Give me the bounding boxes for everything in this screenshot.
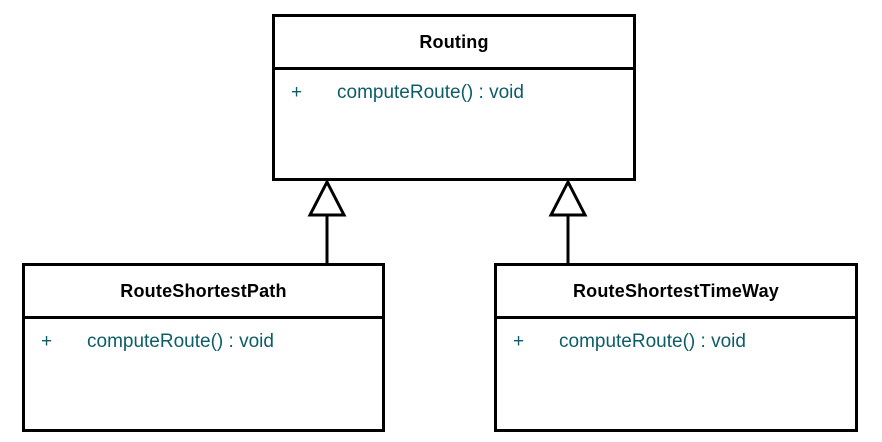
generalization-connector-route-shortest-path[interactable]: [297, 178, 357, 266]
uml-member-row: + computeRoute() : void: [275, 82, 633, 104]
uml-member-signature: computeRoute() : void: [559, 331, 746, 352]
uml-class-name-label: Routing: [419, 31, 489, 52]
uml-members-compartment-routing: + computeRoute() : void: [275, 70, 633, 178]
generalization-hollow-triangle-icon: [548, 178, 588, 217]
uml-member-visibility: +: [291, 82, 303, 103]
uml-member-visibility: +: [41, 331, 53, 352]
uml-member-signature: computeRoute() : void: [87, 331, 274, 352]
uml-member-row: + computeRoute() : void: [25, 331, 382, 353]
uml-member-visibility: +: [513, 331, 525, 352]
uml-class-name-compartment-route-shortest-time-way: RouteShortestTimeWay: [497, 266, 855, 319]
uml-members-compartment-route-shortest-path: + computeRoute() : void: [25, 319, 382, 429]
uml-class-name-label: RouteShortestPath: [120, 280, 287, 301]
uml-members-compartment-route-shortest-time-way: + computeRoute() : void: [497, 319, 855, 429]
uml-class-route-shortest-time-way[interactable]: RouteShortestTimeWay + computeRoute() : …: [494, 263, 858, 432]
uml-member-signature: computeRoute() : void: [337, 82, 524, 103]
uml-class-name-compartment-routing: Routing: [275, 17, 633, 70]
uml-class-route-shortest-path[interactable]: RouteShortestPath + computeRoute() : voi…: [22, 263, 385, 432]
generalization-connector-route-shortest-time-way[interactable]: [538, 178, 598, 266]
generalization-hollow-triangle-icon: [307, 178, 347, 217]
uml-class-name-compartment-route-shortest-path: RouteShortestPath: [25, 266, 382, 319]
uml-member-row: + computeRoute() : void: [497, 331, 855, 353]
uml-class-name-label: RouteShortestTimeWay: [572, 280, 780, 301]
uml-class-routing[interactable]: Routing + computeRoute() : void: [272, 14, 636, 181]
